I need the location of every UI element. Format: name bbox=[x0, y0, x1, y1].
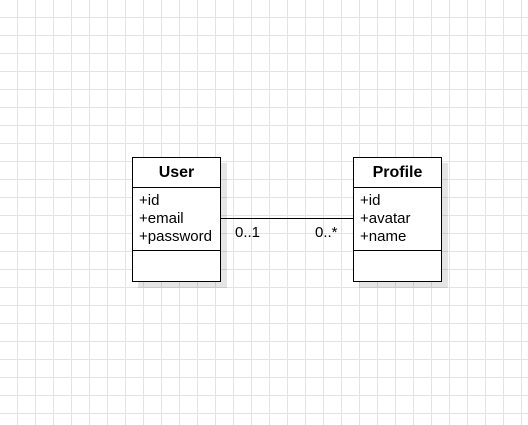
class-profile-name: Profile bbox=[354, 158, 441, 188]
class-profile-attributes: +id +avatar +name bbox=[354, 188, 441, 251]
class-user-methods bbox=[133, 251, 220, 280]
class-user-name: User bbox=[133, 158, 220, 188]
class-user-attribute: +password bbox=[139, 228, 212, 245]
source-multiplicity-label[interactable]: 0..1 bbox=[235, 224, 261, 241]
class-user-attribute: +email bbox=[139, 210, 184, 227]
class-profile-attribute: +name bbox=[360, 228, 407, 245]
class-user[interactable]: User +id +email +password bbox=[132, 157, 221, 282]
class-user-attributes: +id +email +password bbox=[133, 188, 220, 251]
class-profile-attribute: +id bbox=[360, 192, 381, 209]
target-multiplicity-label[interactable]: 0..* bbox=[315, 224, 338, 241]
class-profile-attribute: +avatar bbox=[360, 210, 411, 227]
class-user-attribute: +id bbox=[139, 192, 160, 209]
class-profile[interactable]: Profile +id +avatar +name bbox=[353, 157, 442, 282]
class-profile-methods bbox=[354, 251, 441, 280]
